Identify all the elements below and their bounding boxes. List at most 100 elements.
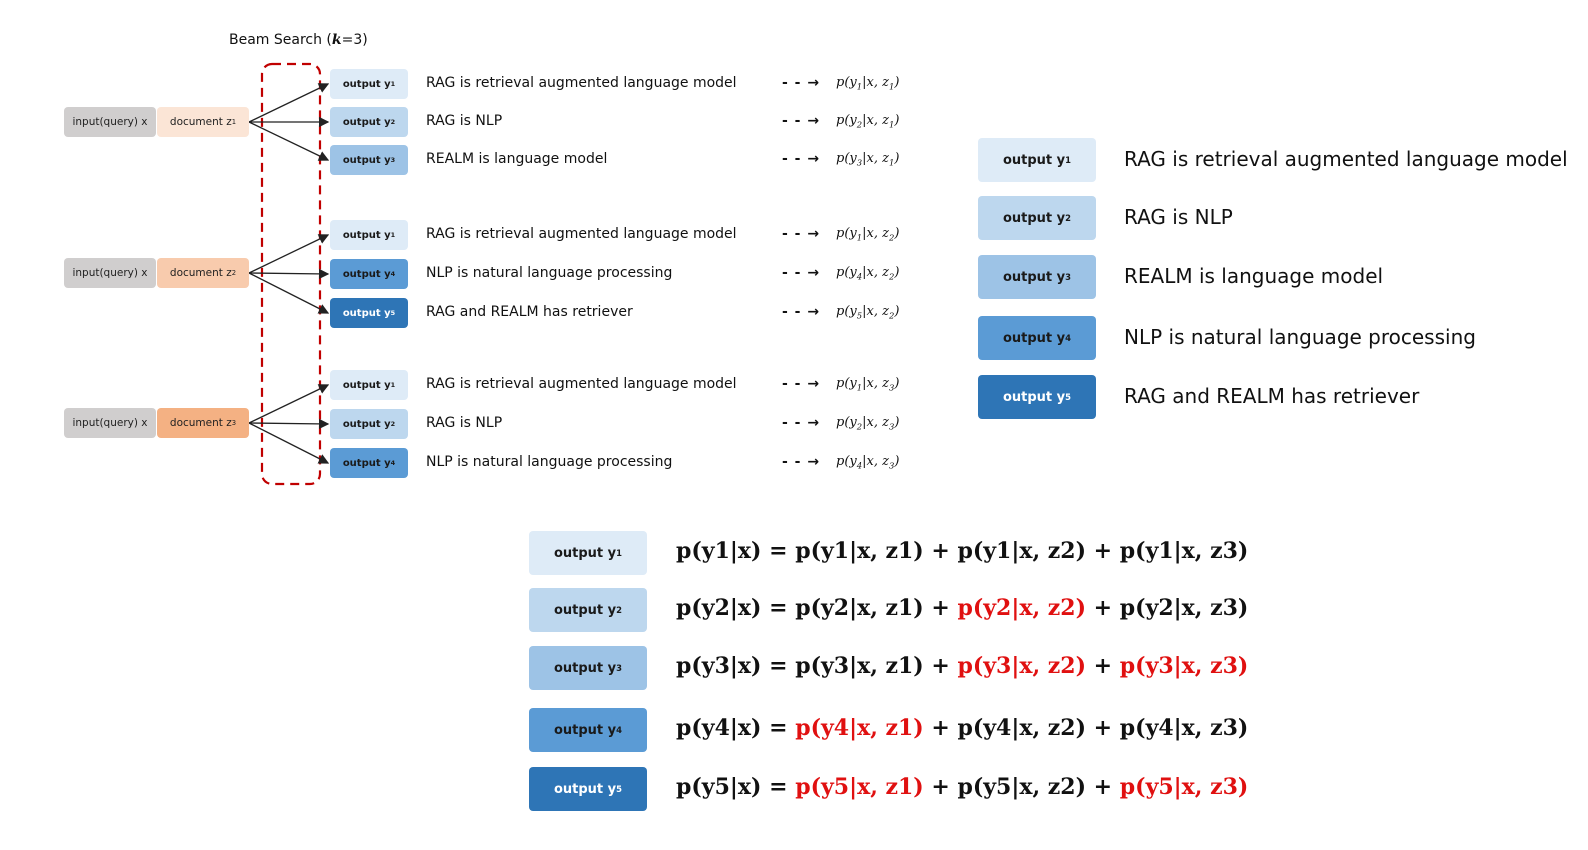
output-subscript: 5: [390, 309, 396, 317]
dashed-arrow: - - →: [782, 75, 820, 91]
conditional-probability: p(y1|x, z3): [836, 376, 899, 393]
prob-prefix: p(y: [836, 226, 857, 241]
dashed-arrow: - - →: [782, 454, 820, 470]
output-label: output y: [342, 229, 391, 241]
legend-sentence-text: REALM is language model: [1124, 264, 1384, 288]
sentence-text: RAG is retrieval augmented language mode…: [426, 226, 737, 242]
prob-y-subscript: 1: [856, 382, 863, 393]
prob-middle: |x, z: [862, 454, 889, 469]
dashed-arrow: - - →: [782, 376, 820, 392]
output-subscript: 4: [1065, 333, 1072, 343]
prob-middle: |x, z: [862, 226, 889, 241]
prob-middle: |x, z: [862, 75, 889, 90]
output-label: output y: [553, 602, 617, 618]
prob-z-subscript: 1: [888, 119, 895, 130]
plus-sign: +: [923, 595, 958, 621]
prob-suffix: ): [894, 75, 900, 90]
conditional-probability: p(y5|x, z2): [836, 304, 899, 321]
legend-sentence: NLP is natural language processing: [1124, 325, 1476, 349]
equation-term: p(y4|x, z2): [957, 715, 1087, 741]
document-subscript: 2: [231, 269, 237, 277]
prob-z-subscript: 3: [888, 460, 895, 471]
output-subscript: 5: [616, 784, 623, 794]
output-sentence: RAG is retrieval augmented language mode…: [426, 75, 737, 91]
prob-suffix: ): [894, 226, 900, 241]
equation-lhs: p(y1|x) =: [676, 538, 788, 564]
output-subscript: 2: [1065, 213, 1072, 223]
branch-arrow: [248, 83, 330, 123]
output-sentence: NLP is natural language processing: [426, 265, 672, 281]
output-subscript: 1: [616, 548, 623, 558]
prob-suffix: ): [894, 265, 900, 280]
output-subscript: 4: [390, 459, 396, 467]
dashed-arrow-text: - - →: [782, 226, 821, 242]
equation-lhs: p(y3|x) =: [676, 653, 788, 679]
equation-term-highlighted: p(y2|x, z2): [957, 595, 1087, 621]
prob-y-subscript: 1: [856, 81, 863, 92]
prob-z-subscript: 2: [888, 232, 895, 243]
branch-arrow: [248, 121, 330, 161]
plus-sign: +: [923, 715, 958, 741]
input-query-box: input(query) x: [64, 258, 156, 288]
dashed-arrow: - - →: [782, 415, 820, 431]
prob-prefix: p(y: [836, 304, 857, 319]
sentence-text: RAG and REALM has retriever: [426, 304, 633, 320]
branch-arrow: [248, 268, 330, 280]
prob-suffix: ): [894, 415, 900, 430]
prob-prefix: p(y: [836, 415, 857, 430]
prob-y-subscript: 3: [856, 157, 863, 168]
output-subscript: 5: [1065, 392, 1072, 402]
output-subscript: 2: [390, 118, 396, 126]
prob-prefix: p(y: [836, 265, 857, 280]
branch-arrow: [248, 272, 330, 314]
prob-prefix: p(y: [836, 113, 857, 128]
prob-suffix: ): [894, 151, 900, 166]
conditional-probability: p(y4|x, z2): [836, 265, 899, 282]
prob-suffix: ): [894, 454, 900, 469]
dashed-arrow-text: - - →: [782, 265, 821, 281]
output-label: output y: [553, 781, 617, 797]
prob-middle: |x, z: [862, 151, 889, 166]
sentence-text: RAG is retrieval augmented language mode…: [426, 376, 737, 392]
output-subscript: 2: [616, 605, 623, 615]
prob-prefix: p(y: [836, 75, 857, 90]
prob-y-subscript: 2: [856, 421, 863, 432]
equation-term: p(y1|x, z1): [795, 538, 924, 564]
output-subscript: 1: [1065, 155, 1072, 165]
output-sentence: RAG is retrieval augmented language mode…: [426, 226, 737, 242]
legend-sentence-text: RAG and REALM has retriever: [1124, 384, 1420, 408]
prob-y-subscript: 4: [856, 460, 863, 471]
prob-z-subscript: 1: [888, 157, 895, 168]
dashed-arrow-text: - - →: [782, 376, 821, 392]
prob-suffix: ): [894, 376, 900, 391]
output-subscript: 4: [390, 270, 396, 278]
output-label: output y: [553, 722, 617, 738]
output-label: output y: [342, 268, 391, 280]
equation-lhs: p(y4|x) =: [676, 715, 788, 741]
equation-term-highlighted: p(y5|x, z1): [795, 774, 924, 800]
input-query-box: input(query) x: [64, 107, 156, 137]
equation-row: p(y2|x) = p(y2|x, z1) + p(y2|x, z2) + p(…: [676, 595, 1248, 621]
sentence-text: RAG is retrieval augmented language mode…: [426, 75, 737, 91]
equation-term: p(y1|x, z2): [957, 538, 1087, 564]
prob-y-subscript: 2: [856, 119, 863, 130]
output-subscript: 3: [390, 156, 396, 164]
conditional-probability: p(y2|x, z1): [836, 113, 899, 130]
input-query-label: input(query) x: [72, 267, 148, 279]
equation-term-highlighted: p(y3|x, z2): [957, 653, 1087, 679]
plus-sign: +: [923, 653, 958, 679]
plus-sign: +: [923, 774, 958, 800]
output-subscript: 2: [390, 420, 396, 428]
plus-sign: +: [1086, 774, 1120, 800]
